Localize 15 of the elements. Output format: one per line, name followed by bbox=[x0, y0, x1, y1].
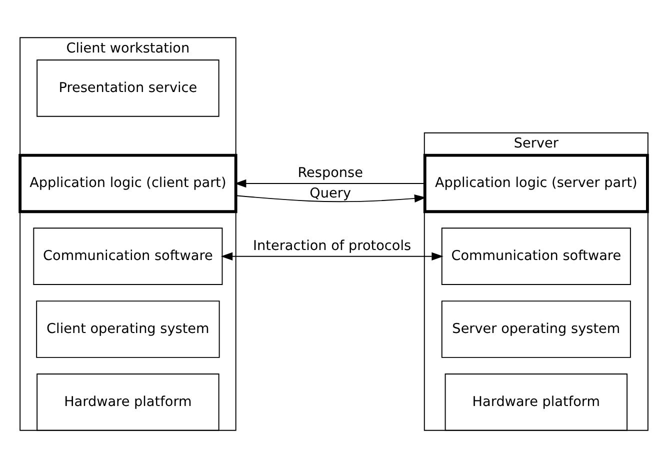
node-box: Hardware platform bbox=[36, 373, 220, 431]
node-box: Application logic (server part) bbox=[423, 154, 649, 214]
arrow bbox=[220, 252, 444, 260]
arrow bbox=[234, 179, 426, 188]
node-box: Communication software bbox=[33, 228, 223, 286]
node-box: Client operating system bbox=[36, 300, 220, 358]
edge-label: Response bbox=[298, 164, 364, 181]
edge-label: Query bbox=[310, 185, 352, 202]
edge-label: Interaction of protocols bbox=[253, 238, 412, 254]
node-box: Server operating system bbox=[441, 300, 631, 358]
node-box: Presentation service bbox=[36, 60, 220, 117]
node-box: Hardware platform bbox=[444, 373, 628, 431]
node-box: Communication software bbox=[441, 228, 631, 286]
arrow bbox=[236, 194, 426, 203]
node-box: Application logic (client part) bbox=[18, 154, 238, 214]
